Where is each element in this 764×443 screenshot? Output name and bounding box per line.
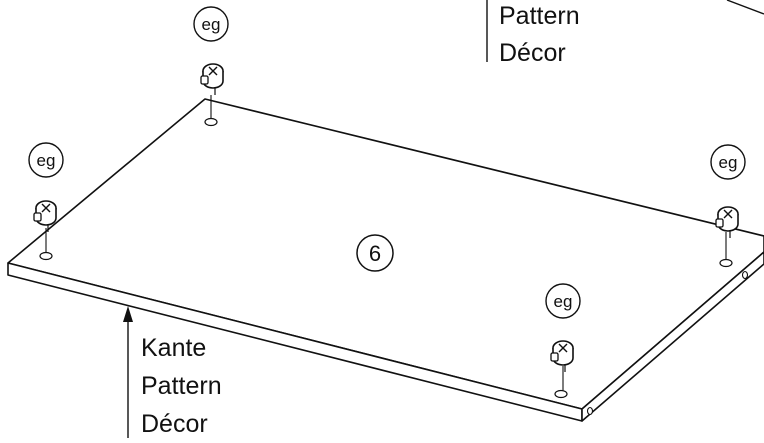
eg-label-front: eg	[545, 283, 581, 319]
bottom-callout-line-1: Kante	[141, 334, 206, 362]
cam-fitting-front	[550, 340, 574, 390]
cam-fitting-right	[715, 206, 739, 259]
bottom-callout-line-3: Décor	[141, 410, 208, 438]
eg-text: eg	[37, 151, 56, 170]
top-callout-line-2: Décor	[499, 39, 566, 67]
edge-hole-icon	[586, 406, 594, 416]
dowel-hole-icon	[204, 117, 218, 127]
cam-fitting-top-left	[200, 63, 224, 118]
eg-label-right: eg	[710, 144, 746, 180]
eg-text: eg	[202, 15, 221, 34]
top-callout-line-1: Pattern	[499, 2, 580, 30]
bottom-callout-line-2: Pattern	[141, 372, 222, 400]
dowel-hole-icon	[554, 389, 568, 399]
eg-text: eg	[554, 292, 573, 311]
edge-hole-icon	[741, 270, 749, 280]
top-callout: Pattern Décor	[486, 0, 764, 67]
panel-right-edge	[581, 251, 764, 422]
part-number-text: 6	[369, 241, 381, 266]
dowel-hole-icon	[719, 258, 733, 268]
cam-fitting-left	[33, 200, 57, 252]
eg-text: eg	[719, 153, 738, 172]
arrow-up-icon	[123, 306, 133, 322]
eg-label-top-left: eg	[193, 6, 229, 42]
dowel-hole-icon	[39, 251, 53, 261]
eg-label-left: eg	[28, 142, 64, 178]
cam-lock-fitting-icon	[200, 63, 224, 96]
part-number-badge: 6	[356, 234, 394, 272]
bottom-callout: Kante Pattern Décor	[123, 306, 222, 438]
